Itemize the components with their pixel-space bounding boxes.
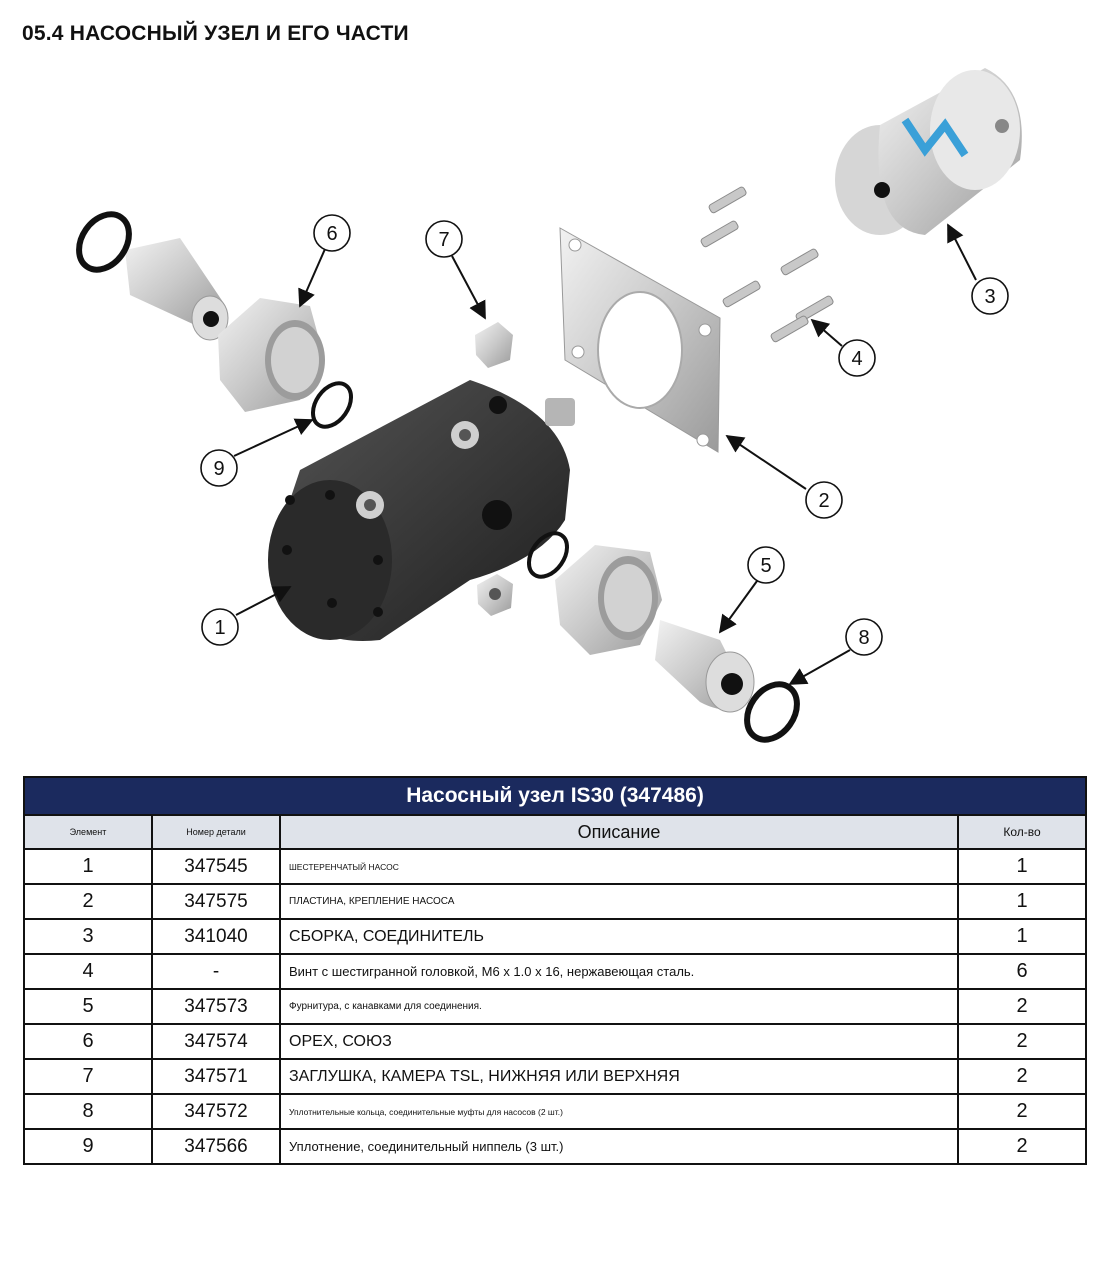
o-ring-upper [76, 211, 132, 273]
part-number: 347572 [151, 1093, 281, 1130]
quantity: 2 [956, 1023, 1088, 1060]
callout-5: 5 [747, 546, 785, 584]
callout-9: 9 [200, 449, 238, 487]
description: Уплотнение, соединительный ниппель (3 шт… [279, 1128, 959, 1165]
item-number: 4 [23, 953, 153, 990]
svg-text:8: 8 [858, 627, 869, 649]
item-number: 1 [23, 848, 153, 885]
part-number: 347574 [151, 1023, 281, 1060]
svg-text:5: 5 [760, 555, 771, 577]
part-number: 347571 [151, 1058, 281, 1095]
hex-screws [700, 186, 834, 343]
item-number: 8 [23, 1093, 153, 1130]
pump-mounting-plate [559, 227, 721, 453]
description: Винт с шестигранной головкой, M6 x 1.0 x… [279, 953, 959, 990]
quantity: 2 [956, 1093, 1088, 1130]
callout-7: 7 [425, 220, 463, 258]
table-row: 2 347575 ПЛАСТИНА, КРЕПЛЕНИЕ НАСОСА 1 [23, 883, 1088, 920]
item-number: 3 [23, 918, 153, 955]
item-number: 2 [23, 883, 153, 920]
grooved-fitting-upper [125, 238, 229, 341]
quantity: 2 [956, 1128, 1088, 1165]
union-nut-upper [218, 298, 325, 412]
description: ПЛАСТИНА, КРЕПЛЕНИЕ НАСОСА [279, 883, 959, 920]
quantity: 6 [956, 953, 1088, 990]
parts-table: Насосный узел IS30 (347486) Элемент Номе… [22, 776, 1088, 1165]
svg-text:7: 7 [438, 229, 449, 251]
description: Фурнитура, с канавками для соединения. [279, 988, 959, 1025]
svg-text:4: 4 [851, 348, 862, 370]
table-row: 9 347566 Уплотнение, соединительный нипп… [23, 1128, 1088, 1165]
quantity: 1 [956, 918, 1088, 955]
seal-upper [310, 381, 354, 429]
description: СБОРКА, СОЕДИНИТЕЛЬ [279, 918, 959, 955]
table-row: 4 - Винт с шестигранной головкой, M6 x 1… [23, 953, 1088, 990]
page-title: 05.4 НАСОСНЫЙ УЗЕЛ И ЕГО ЧАСТИ [22, 22, 409, 45]
gear-pump-body [268, 380, 575, 641]
description: ШЕСТЕРЕНЧАТЫЙ НАСОС [279, 848, 959, 885]
grooved-fitting-lower [655, 620, 755, 713]
table-row: 8 347572 Уплотнительные кольца, соединит… [23, 1093, 1088, 1130]
chamber-plug-top [475, 322, 513, 368]
o-ring-lower [744, 681, 800, 743]
table-row: 5 347573 Фурнитура, с канавками для соед… [23, 988, 1088, 1025]
svg-text:9: 9 [213, 458, 224, 480]
quantity: 2 [956, 988, 1088, 1025]
quantity: 2 [956, 1058, 1088, 1095]
table-row: 3 341040 СБОРКА, СОЕДИНИТЕЛЬ 1 [23, 918, 1088, 955]
quantity: 1 [956, 848, 1088, 885]
part-number: 347573 [151, 988, 281, 1025]
item-number: 5 [23, 988, 153, 1025]
callout-2: 2 [805, 481, 843, 519]
table-title: Насосный узел IS30 (347486) [22, 776, 1088, 816]
leader-lines [233, 223, 977, 685]
coupling-assembly [835, 68, 1022, 235]
callout-6: 6 [313, 214, 351, 252]
part-number: 347575 [151, 883, 281, 920]
description: ОРЕХ, СОЮЗ [279, 1023, 959, 1060]
header-qty: Кол-во [956, 814, 1088, 850]
part-number: 347545 [151, 848, 281, 885]
header-part-number: Номер детали [151, 814, 281, 850]
callout-1: 1 [201, 608, 239, 646]
table-row: 1 347545 ШЕСТЕРЕНЧАТЫЙ НАСОС 1 [23, 848, 1088, 885]
seal-lower [526, 531, 570, 579]
item-number: 9 [23, 1128, 153, 1165]
quantity: 1 [956, 883, 1088, 920]
callout-8: 8 [845, 618, 883, 656]
exploded-assembly-diagram: 1 2 3 4 5 6 7 8 9 [76, 68, 1022, 743]
union-nut-lower [555, 545, 662, 655]
table-row: 6 347574 ОРЕХ, СОЮЗ 2 [23, 1023, 1088, 1060]
item-number: 7 [23, 1058, 153, 1095]
part-number: - [151, 953, 281, 990]
table-row: 7 347571 ЗАГЛУШКА, КАМЕРА TSL, НИЖНЯЯ ИЛ… [23, 1058, 1088, 1095]
description: ЗАГЛУШКА, КАМЕРА TSL, НИЖНЯЯ ИЛИ ВЕРХНЯЯ [279, 1058, 959, 1095]
svg-text:1: 1 [214, 617, 225, 639]
callout-4: 4 [838, 339, 876, 377]
callout-3: 3 [971, 277, 1009, 315]
header-item: Элемент [23, 814, 153, 850]
part-number: 341040 [151, 918, 281, 955]
svg-text:2: 2 [818, 490, 829, 512]
chamber-plug-bottom [477, 574, 513, 616]
description: Уплотнительные кольца, соединительные му… [279, 1093, 959, 1130]
header-description: Описание [279, 814, 959, 850]
svg-text:6: 6 [326, 223, 337, 245]
item-number: 6 [23, 1023, 153, 1060]
part-number: 347566 [151, 1128, 281, 1165]
svg-text:3: 3 [984, 286, 995, 308]
